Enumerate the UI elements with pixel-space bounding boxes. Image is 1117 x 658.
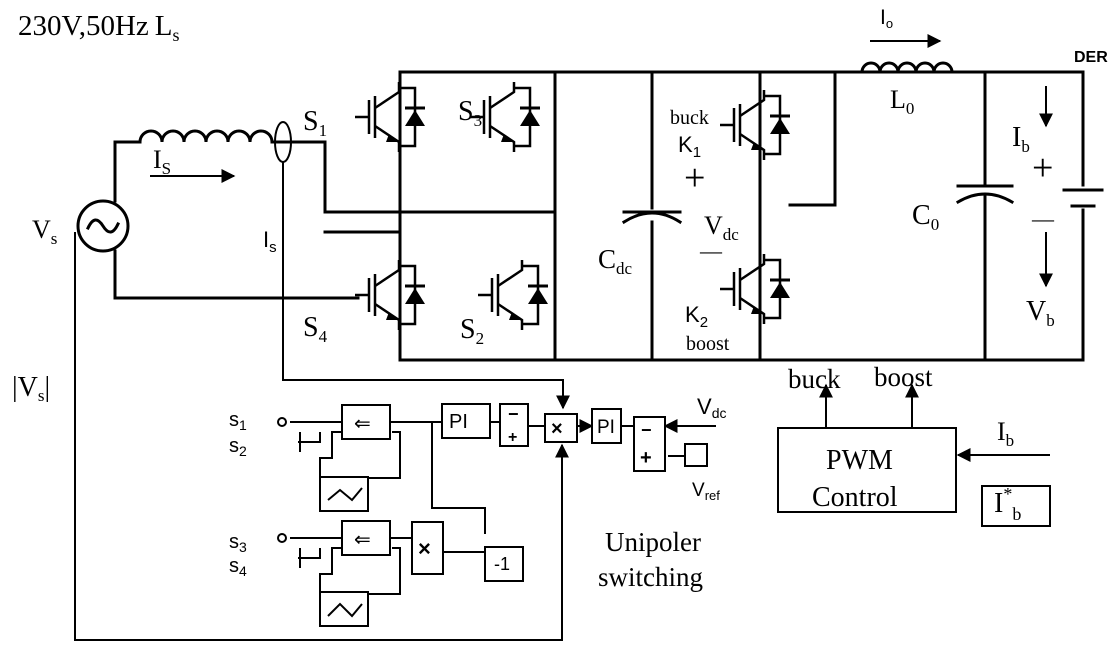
sensed-current-label: Is — [263, 227, 277, 256]
pi-controller-2-block — [591, 408, 622, 444]
output-capacitor-icon — [955, 192, 1015, 205]
dc-voltage-label: Vdc — [704, 211, 739, 244]
gate-s4-label: s4 — [229, 555, 247, 579]
pi-controller-1-block — [441, 403, 491, 439]
switch-s4-icon — [353, 258, 427, 332]
switch-s2-label: S2 — [460, 314, 484, 348]
output-inductor-label: L0 — [890, 85, 914, 118]
multiplier-symbol: × — [551, 418, 563, 440]
pi-controller-1-label: PI — [449, 411, 468, 433]
switch-s4-label: S4 — [303, 312, 328, 346]
pi-controller-2-label: PI — [597, 417, 615, 438]
caption-switching: switching — [598, 562, 703, 592]
comparator-1-symbol: ⇐ — [354, 413, 371, 435]
dc-capacitor-label: Cdc — [598, 244, 633, 278]
switch-s1-icon — [353, 80, 427, 154]
summer-2-minus: − — [641, 420, 652, 440]
output-stage — [833, 34, 1104, 362]
k2-boost-label: boost — [686, 333, 730, 355]
output-inductor-icon — [833, 61, 962, 74]
pwm-boost-label: boost — [874, 362, 933, 392]
triangle-wave-icon — [327, 602, 363, 618]
switch-k1-icon — [718, 88, 792, 162]
gain-neg1-label: -1 — [494, 554, 510, 574]
summer-1-block — [499, 403, 529, 447]
comparator-2-symbol: ⇐ — [354, 529, 371, 551]
sine-wave-icon — [86, 218, 120, 234]
dc-plus-sign: + — [684, 157, 705, 199]
ib-reference-block — [981, 485, 1051, 527]
source-inductor-icon — [138, 129, 274, 144]
triangle-carrier-1-block — [319, 476, 369, 512]
summer-1-minus: − — [508, 404, 519, 424]
summer-2-block — [633, 416, 666, 472]
switch-k2-icon — [718, 252, 792, 326]
gate-s3-label: s3 — [229, 531, 247, 555]
buck-boost-converter — [718, 70, 837, 362]
pwm-label-line1: PWM — [826, 445, 893, 476]
multiplier-2-symbol: × — [418, 536, 431, 561]
summer-1-plus: + — [508, 429, 517, 446]
control-wiring — [74, 162, 1050, 641]
output-capacitor-label: C0 — [912, 200, 939, 234]
source-voltage-label: Vs — [32, 215, 57, 248]
battery-minus-sign: — — [1031, 206, 1055, 231]
switch-s2-icon — [476, 258, 550, 332]
comparator-2-block — [341, 520, 391, 556]
battery-voltage-label: Vb — [1026, 296, 1055, 330]
summer-2-plus: + — [640, 447, 652, 469]
battery-plus-sign: + — [1032, 147, 1053, 189]
triangle-wave-icon — [327, 487, 363, 502]
vdc-feedback-label: Vdc — [697, 394, 726, 421]
source-current-label: IS — [153, 145, 171, 178]
dc-minus-sign: — — [699, 238, 723, 263]
comparator-1-block — [341, 404, 391, 440]
switch-k1-label: K1 — [678, 132, 701, 161]
dc-link — [621, 70, 683, 362]
caption-unipoler: Unipoler — [605, 527, 701, 557]
output-current-label: Io — [880, 6, 893, 31]
switch-k2-label: K2 — [685, 302, 708, 331]
pwm-label-line2: Control — [812, 482, 898, 513]
switch-s3-label: S3 — [458, 96, 482, 130]
voltage-magnitude-label: |Vs| — [12, 372, 50, 405]
multiplier-block — [544, 413, 578, 443]
ib-reference-label: I*b — [994, 484, 1021, 524]
pwm-ib-label: Ib — [997, 417, 1014, 450]
k1-buck-label: buck — [670, 107, 709, 129]
source-circuit — [76, 121, 360, 300]
gate-s1-label: s1 — [229, 409, 247, 433]
gain-neg1-block — [484, 546, 524, 582]
vref-source-block — [684, 443, 708, 467]
der-label: DER — [1074, 49, 1108, 66]
pwm-control-block — [777, 427, 957, 513]
multiplier-2-block — [411, 521, 444, 575]
switch-s1-label: S1 — [303, 106, 327, 140]
ac-source-icon — [76, 199, 130, 253]
pwm-buck-label: buck — [788, 364, 841, 394]
gate-s2-label: s2 — [229, 435, 247, 459]
vref-label: Vref — [692, 480, 720, 503]
battery-current-label: Ib — [1012, 122, 1030, 156]
h-bridge — [323, 70, 1085, 362]
